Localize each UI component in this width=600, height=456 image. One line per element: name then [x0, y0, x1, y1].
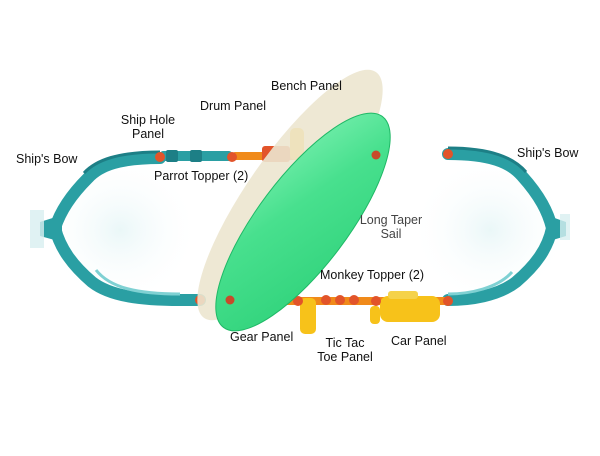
ships-bow-left-structure — [30, 150, 232, 306]
label-long-taper-sail: Long Taper Sail — [358, 213, 424, 241]
label-tic-tac-toe-panel: Tic Tac Toe Panel — [310, 336, 380, 364]
tic-tac-toe-piece — [335, 295, 345, 305]
tic-tac-toe-piece — [321, 295, 331, 305]
label-ship-hole-panel-text: Ship Hole Panel — [120, 113, 176, 141]
label-bench-panel: Bench Panel — [271, 79, 342, 93]
long-taper-sail-shape — [215, 112, 391, 332]
sail-anchor — [225, 295, 235, 305]
label-parrot-topper: Parrot Topper (2) — [154, 169, 249, 183]
ships-bow-right-structure — [442, 146, 570, 306]
label-gear-panel: Gear Panel — [230, 330, 294, 344]
label-monkey-topper: Monkey Topper (2) — [320, 268, 424, 282]
label-car-panel: Car Panel — [391, 334, 447, 348]
label-ship-hole-panel: Ship Hole Panel — [112, 113, 184, 141]
label-ships-bow-right: Ship's Bow — [517, 146, 579, 160]
tic-tac-toe-piece — [349, 295, 359, 305]
label-tic-tac-toe-panel-text: Tic Tac Toe Panel — [317, 336, 373, 364]
monkey-topper-shape — [300, 298, 316, 334]
label-long-taper-sail-text: Long Taper Sail — [359, 213, 423, 241]
sail-anchor — [371, 150, 381, 160]
car-panel-shape — [380, 296, 440, 322]
label-drum-panel: Drum Panel — [200, 99, 266, 113]
label-ships-bow-left: Ship's Bow — [16, 152, 78, 166]
